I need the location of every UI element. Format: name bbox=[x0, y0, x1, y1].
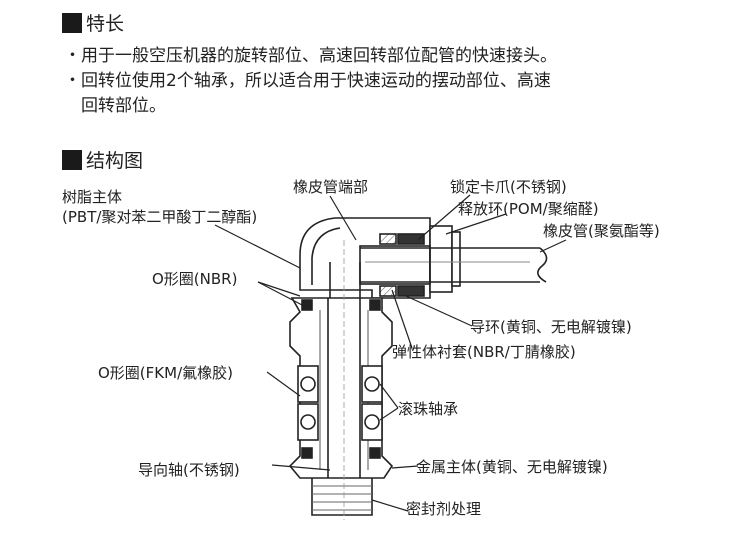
label-guide-ring: 导环(黄铜、无电解镀镍) bbox=[470, 318, 632, 336]
label-hose: 橡皮管(聚氨酯等) bbox=[543, 222, 660, 240]
label-oring-fkm: O形圈(FKM/氟橡胶) bbox=[98, 364, 233, 382]
label-ball-bearing: 滚珠轴承 bbox=[398, 400, 459, 418]
label-resin-body: 树脂主体 bbox=[62, 188, 123, 206]
label-hose-end: 橡皮管端部 bbox=[293, 178, 369, 196]
label-oring-nbr: O形圈(NBR) bbox=[152, 270, 238, 288]
label-sealant: 密封剂处理 bbox=[406, 500, 482, 518]
features-list: ・用于一般空压机器的旋转部位、高速回转部位配管的快速接头。 ・回转位使用2个轴承… bbox=[64, 44, 557, 119]
label-resin-body-material: (PBT/聚对苯二甲酸丁二醇酯) bbox=[62, 208, 258, 226]
hose-shape bbox=[360, 247, 540, 283]
feature-line: 回转部位。 bbox=[64, 96, 166, 116]
label-release-ring: 释放环(POM/聚缩醛) bbox=[458, 200, 599, 218]
header-square-icon bbox=[62, 12, 82, 33]
guide-shaft-shape bbox=[327, 298, 361, 478]
structure-title: 结构图 bbox=[86, 150, 144, 172]
label-guide-shaft: 导向轴(不锈钢) bbox=[138, 461, 240, 479]
label-metal-body: 金属主体(黄铜、无电解镀镍) bbox=[416, 458, 608, 476]
features-header: 特长 bbox=[62, 9, 124, 36]
structure-header: 结构图 bbox=[62, 146, 143, 173]
feature-line: ・用于一般空压机器的旋转部位、高速回转部位配管的快速接头。 bbox=[64, 46, 557, 66]
label-elastic-sleeve: 弹性体衬套(NBR/丁腈橡胶) bbox=[392, 343, 576, 361]
label-lock-claw: 锁定卡爪(不锈钢) bbox=[450, 178, 567, 196]
header-square-icon bbox=[62, 149, 82, 170]
feature-line: ・回转位使用2个轴承，所以适合用于快速运动的摆动部位、高速 bbox=[64, 71, 551, 91]
features-title: 特长 bbox=[86, 13, 125, 35]
